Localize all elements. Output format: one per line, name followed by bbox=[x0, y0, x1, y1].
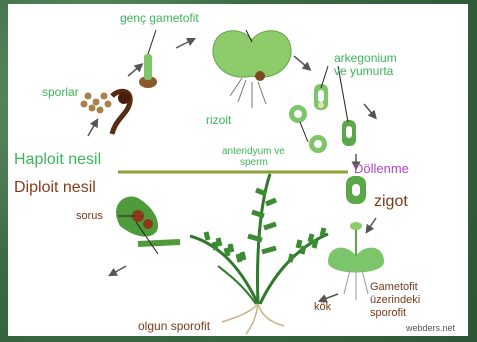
spores-illustration bbox=[81, 91, 131, 134]
label-sporophyte: sporofit bbox=[370, 308, 406, 319]
young-gametophyte-illustration bbox=[139, 54, 157, 88]
label-haploid-generation: Haploit nesil bbox=[14, 152, 101, 168]
label-mature-sporophyte: olgun sporofit bbox=[138, 320, 210, 332]
diagram-panel: genç gametofit sporlar rizoit arkegonium… bbox=[8, 4, 468, 336]
sorus-leaf-illustration bbox=[116, 196, 180, 244]
label-zygote: zigot bbox=[374, 194, 408, 210]
label-root: kök bbox=[314, 302, 331, 313]
label-egg: ve yumurta bbox=[334, 65, 393, 77]
label-gametophyte: Gametofit bbox=[370, 282, 418, 293]
label-sperm: sperm bbox=[240, 158, 268, 168]
prothallus-illustration bbox=[213, 31, 291, 108]
label-archegonium: arkegonium bbox=[334, 52, 397, 64]
antheridium-illustration bbox=[289, 105, 327, 153]
label-sorus: sorus bbox=[76, 211, 103, 222]
mature-fern-illustration bbox=[190, 174, 328, 304]
label-diploid-generation: Diploit nesil bbox=[14, 180, 96, 196]
label-on-it: üzerindeki bbox=[370, 295, 420, 306]
label-fertilization: Döllenme bbox=[354, 162, 409, 175]
watermark: webders.net bbox=[406, 324, 455, 333]
label-young-gametophyte: genç gametofit bbox=[120, 12, 199, 24]
label-antheridium: anteridyum ve bbox=[222, 147, 285, 157]
roots-illustration bbox=[222, 304, 284, 334]
label-rhizoid: rizoit bbox=[206, 114, 231, 126]
zygote-illustration bbox=[346, 176, 366, 204]
label-spores: sporlar bbox=[42, 86, 79, 98]
